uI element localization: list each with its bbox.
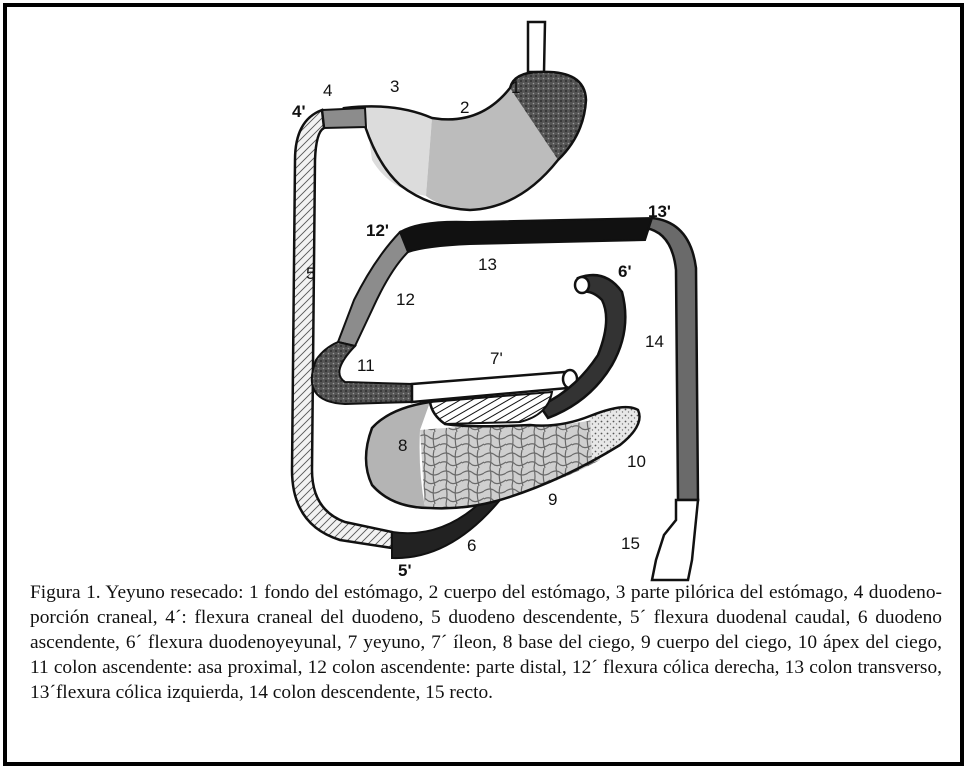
cecum-body [420,418,600,508]
cecum-base [366,402,430,508]
label-6-prime: 6' [618,262,632,281]
colon-transverse [400,218,652,252]
label-4: 4 [323,81,332,100]
label-11: 11 [357,356,375,375]
label-5-prime: 5' [398,561,412,580]
figure-caption: Figura 1. Yeyuno resecado: 1 fondo del e… [30,580,942,705]
label-9: 9 [548,490,557,509]
label-4-prime: 4' [292,102,306,121]
label-12: 12 [396,290,415,309]
label-8: 8 [398,436,407,455]
label-10: 10 [627,452,646,471]
esophagus [528,22,545,72]
label-6: 6 [467,536,476,555]
colon-descending [645,218,698,500]
label-3: 3 [390,77,399,96]
label-7-prime: 7' [490,349,503,368]
label-5: 5 [306,264,315,283]
jejunum-end [575,277,589,293]
label-14: 14 [645,332,664,351]
label-2: 2 [460,98,469,117]
label-13-prime: 13' [648,202,671,221]
label-15: 15 [621,534,640,553]
rectum [652,500,698,580]
label-1: 1 [511,78,520,97]
label-12-prime: 12' [366,221,389,240]
colon-ascending-distal [338,232,408,346]
jejunum [540,275,625,418]
duodenum-cranial [322,108,366,128]
label-13: 13 [478,255,497,274]
